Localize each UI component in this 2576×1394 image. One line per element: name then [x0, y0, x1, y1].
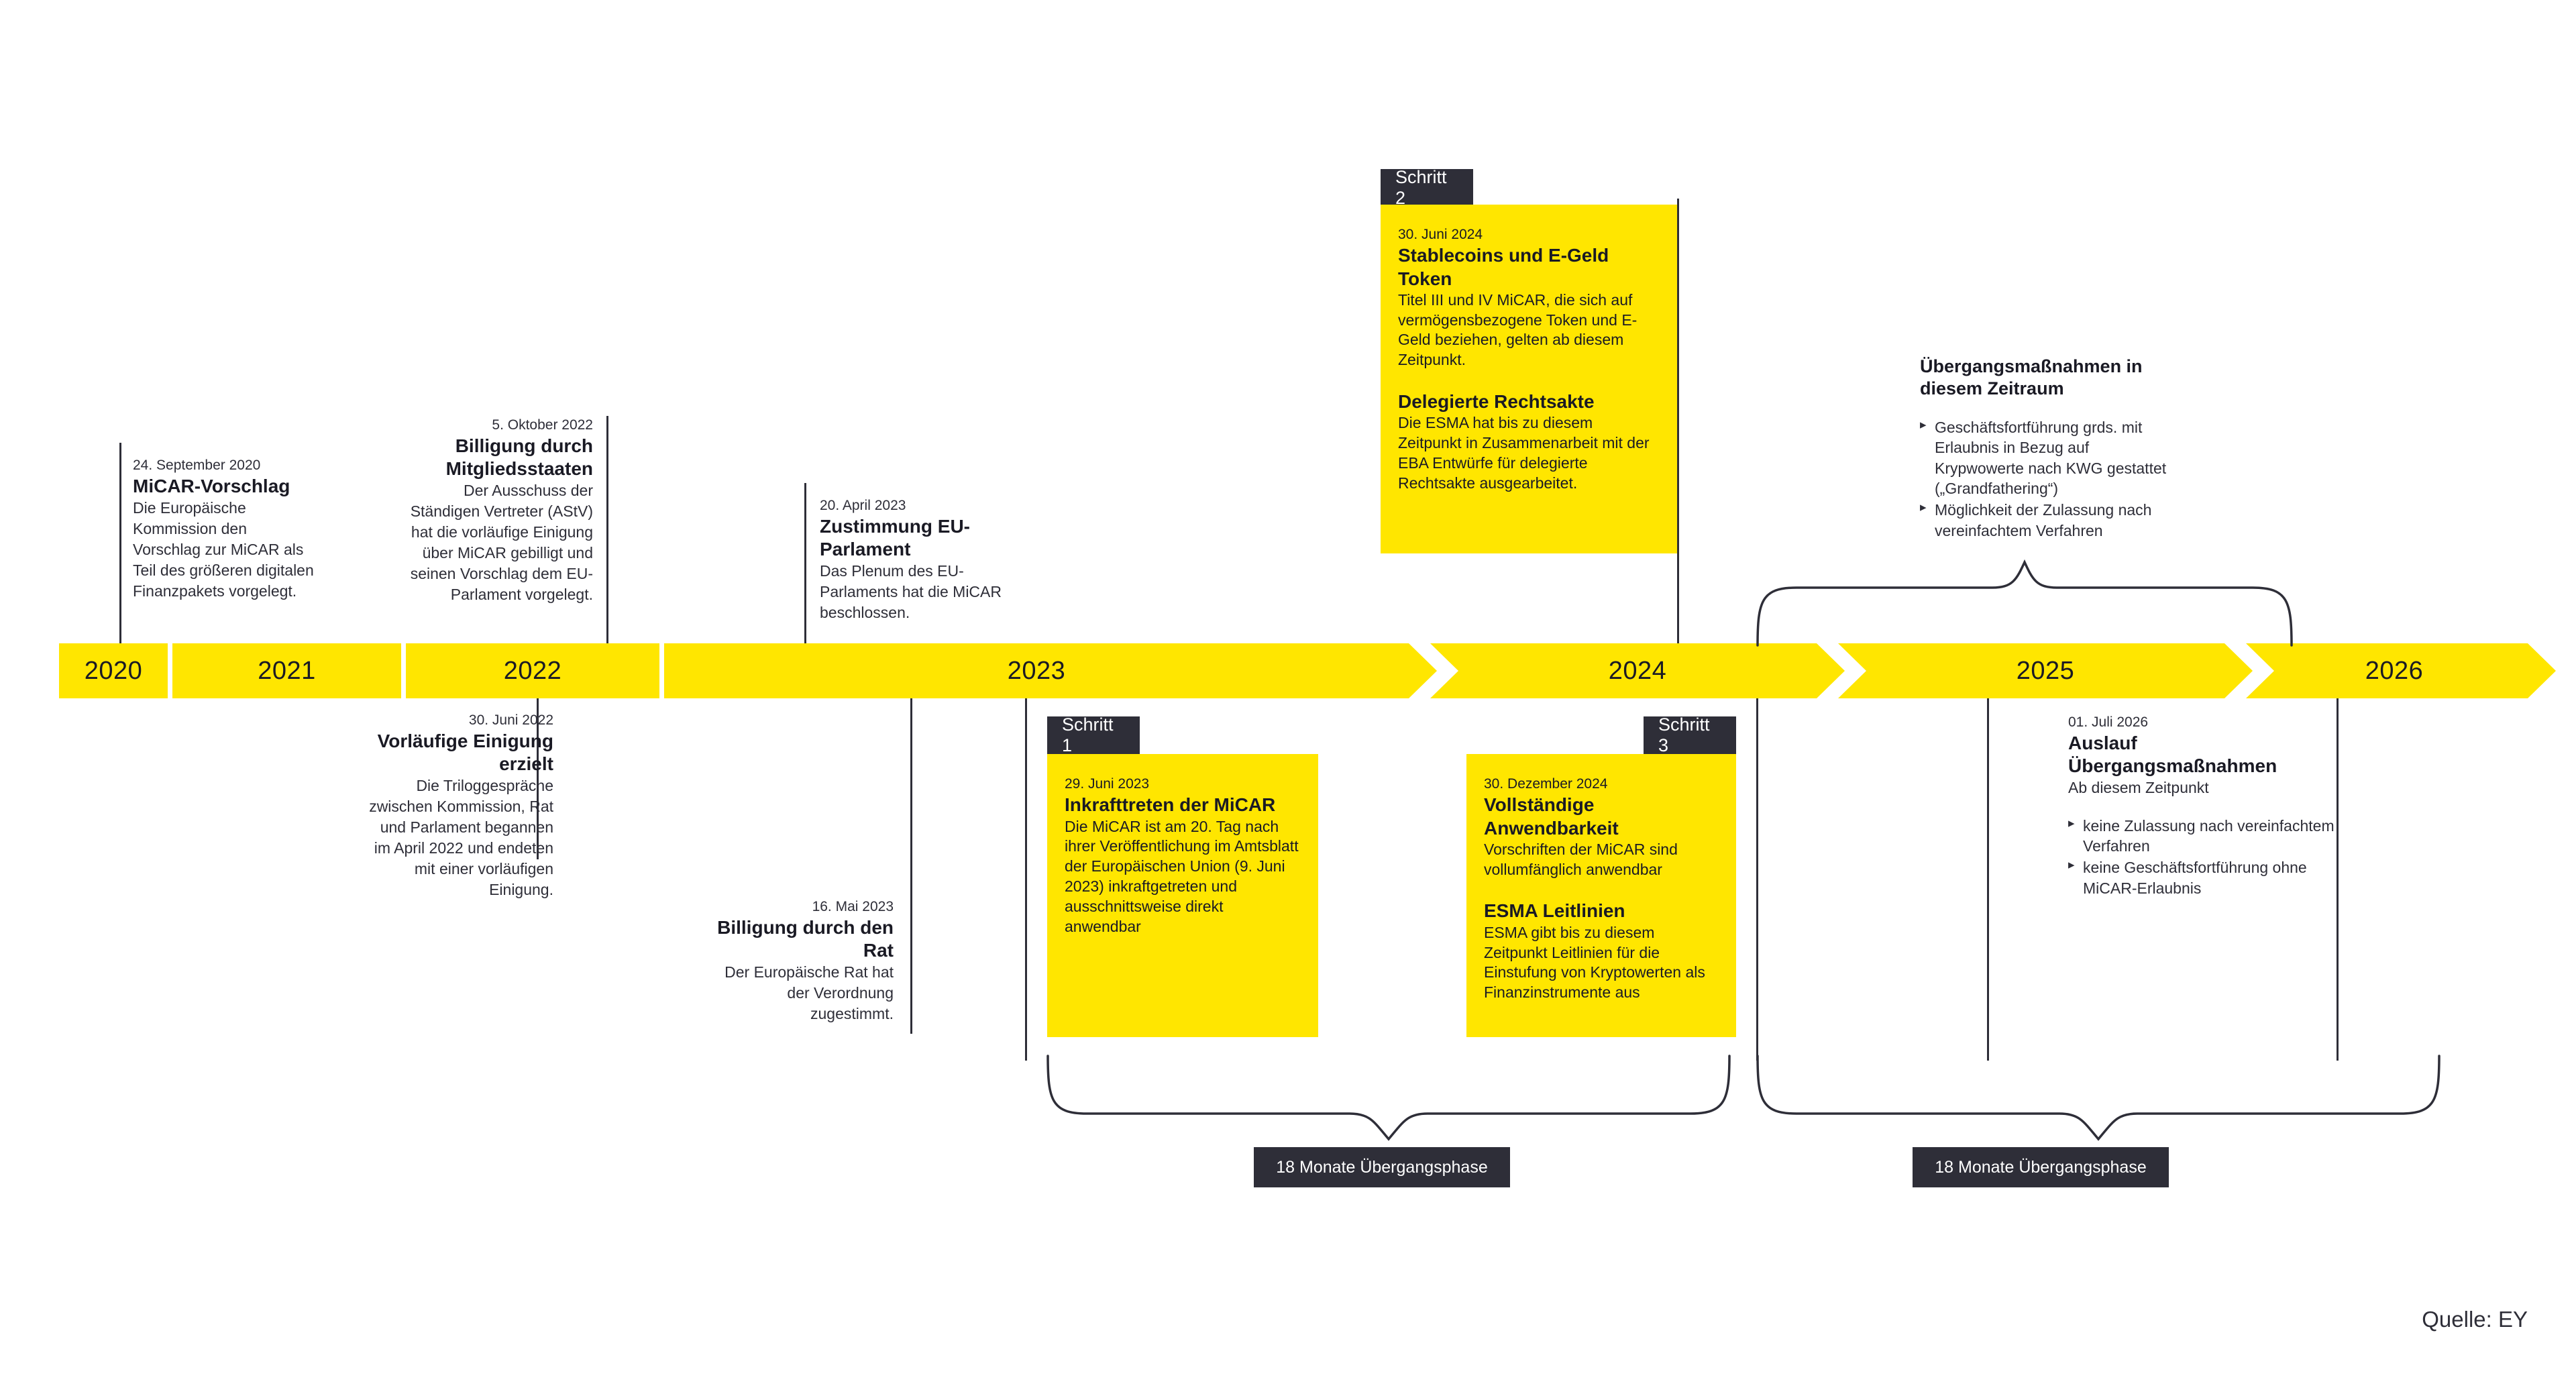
brace-phase-left: [1046, 1055, 1731, 1141]
event-title: Billigung durch den Rat: [717, 917, 894, 961]
card-title: Vollständige Anwendbarkeit: [1484, 794, 1619, 839]
year-segment-2026[interactable]: 2026: [2246, 643, 2556, 698]
callout-card-step-1: 29. Juni 2023 Inkrafttreten der MiCAR Di…: [1047, 754, 1318, 1037]
event-date: 30. Juni 2022: [468, 712, 553, 728]
event-date: 20. April 2023: [820, 498, 906, 513]
card-body: Vorschriften der MiCAR sind vollumfängli…: [1484, 840, 1678, 878]
connector-line-2022: [606, 416, 608, 644]
year-label: 2026: [2365, 656, 2424, 685]
connector-line-2023-apr: [804, 483, 806, 644]
event-block-2023-mai: 16. Mai 2023 Billigung durch den Rat Der…: [711, 898, 894, 1024]
event-body: Der Ausschuss der Ständigen Vertreter (A…: [410, 481, 593, 603]
event-date: 16. Mai 2023: [812, 899, 894, 914]
card-title: Inkrafttreten der MiCAR: [1065, 794, 1276, 816]
connector-line-2022-jun: [537, 698, 539, 859]
year-segment-2023[interactable]: 2023: [664, 643, 1437, 698]
transition-measures-block: Übergangsmaßnahmen in diesem Zeitraum Ge…: [1920, 356, 2175, 542]
year-segment-2020[interactable]: 2020: [59, 643, 168, 698]
card-date: 29. Juni 2023: [1065, 776, 1150, 792]
year-segment-2025[interactable]: 2025: [1838, 643, 2253, 698]
step-chip-2[interactable]: Schritt 2: [1381, 167, 1473, 208]
year-segment-2024[interactable]: 2024: [1430, 643, 1845, 698]
card-body: Die MiCAR ist am 20. Tag nach ihrer Verö…: [1065, 817, 1299, 935]
event-title: Auslauf Übergangsmaßnahmen: [2068, 733, 2277, 776]
year-label: 2024: [1608, 656, 1667, 685]
brace-phase-right: [1756, 1055, 2440, 1141]
step-chip-label: Schritt 2: [1395, 167, 1447, 208]
event-title: Zustimmung EU-Parlament: [820, 516, 970, 559]
connector-line-2020: [119, 443, 121, 644]
year-segment-2021[interactable]: 2021: [172, 643, 401, 698]
connector-line-step2: [1677, 199, 1679, 644]
event-block-2022-jun: 30. Juni 2022 Vorläufige Einigung erziel…: [362, 711, 553, 900]
connector-line-2026: [1987, 698, 1989, 1061]
bullet-item: Möglichkeit der Zulassung nach vereinfac…: [1920, 499, 2175, 541]
connector-line-step3: [1756, 698, 1758, 1061]
card-spacer: [1484, 879, 1719, 900]
year-segment-2022[interactable]: 2022: [406, 643, 659, 698]
bullet-item: Geschäftsfortführung grds. mit Erlaubnis…: [1920, 417, 2175, 498]
year-label: 2022: [503, 656, 562, 685]
event-title: Billigung durch Mitgliedsstaaten: [445, 435, 593, 479]
event-date: 24. September 2020: [133, 458, 261, 473]
event-block-2020: 24. September 2020 MiCAR-Vorschlag Die E…: [133, 456, 314, 602]
step-chip-3[interactable]: Schritt 3: [1644, 714, 1736, 755]
event-title: MiCAR-Vorschlag: [133, 476, 290, 497]
phase-label-right: 18 Monate Übergangsphase: [1913, 1147, 2169, 1187]
event-body: Das Plenum des EU-Parlaments hat die MiC…: [820, 561, 1002, 621]
year-label: 2023: [1007, 656, 1066, 685]
timeline-axis: 2020 2021 2022 2023 2024 2025 2026: [59, 643, 2528, 698]
phase-label-left: 18 Monate Übergangsphase: [1254, 1147, 1510, 1187]
step-chip-1[interactable]: Schritt 1: [1047, 714, 1140, 755]
event-block-2023-apr: 20. April 2023 Zustimmung EU-Parlament D…: [820, 496, 1021, 623]
card-body: Titel III und IV MiCAR, die sich auf ver…: [1398, 290, 1638, 369]
brace-transition-top: [1756, 559, 2293, 647]
bullet-item: keine Geschäftsfortführung ohne MiCAR-Er…: [2068, 857, 2337, 898]
event-block-2022-okt: 5. Oktober 2022 Billigung durch Mitglied…: [405, 416, 593, 605]
card-title-secondary: Delegierte Rechtsakte: [1398, 391, 1595, 413]
event-body: Die Triloggespräche zwischen Kommission,…: [369, 776, 553, 898]
card-title: Stablecoins und E-Geld Token: [1398, 245, 1609, 289]
event-date: 5. Oktober 2022: [492, 417, 593, 433]
card-body-secondary: ESMA gibt bis zu diesem Zeitpunkt Leitli…: [1484, 923, 1705, 1002]
step-chip-label: Schritt 1: [1062, 714, 1114, 755]
event-date: 01. Juli 2026: [2068, 714, 2149, 730]
connector-line-2026-end: [2337, 698, 2339, 1061]
callout-card-step-2: 30. Juni 2024 Stablecoins und E-Geld Tok…: [1381, 205, 1677, 553]
callout-card-step-3: 30. Dezember 2024 Vollständige Anwendbar…: [1466, 754, 1736, 1037]
transition-measures-title: Übergangsmaßnahmen in diesem Zeitraum: [1920, 356, 2143, 398]
event-body: Der Europäische Rat hat der Verordnung z…: [724, 963, 894, 1022]
card-date: 30. Juni 2024: [1398, 227, 1483, 242]
step-chip-label: Schritt 3: [1658, 714, 1710, 755]
card-body-secondary: Die ESMA hat bis zu diesem Zeitpunkt in …: [1398, 414, 1650, 492]
card-spacer: [1398, 370, 1660, 390]
event-body: Die Europäische Kommission den Vorschlag…: [133, 498, 314, 600]
card-title-secondary: ESMA Leitlinien: [1484, 900, 1625, 922]
event-subtitle: Ab diesem Zeitpunkt: [2068, 778, 2209, 796]
connector-line-2023-mai: [910, 698, 912, 1034]
year-label: 2020: [84, 656, 143, 685]
year-label: 2021: [258, 656, 316, 685]
card-date: 30. Dezember 2024: [1484, 776, 1608, 792]
event-title: Vorläufige Einigung erzielt: [377, 731, 553, 774]
transition-end-block: 01. Juli 2026 Auslauf Übergangsmaßnahmen…: [2068, 713, 2337, 900]
transition-end-bullets: keine Zulassung nach vereinfachtem Verfa…: [2068, 815, 2337, 898]
connector-line-step1: [1025, 698, 1027, 1061]
phase-label-text: 18 Monate Übergangsphase: [1935, 1157, 2147, 1177]
year-label: 2025: [2016, 656, 2075, 685]
phase-label-text: 18 Monate Übergangsphase: [1276, 1157, 1488, 1177]
source-label: Quelle: EY: [2422, 1307, 2528, 1332]
transition-measures-bullets: Geschäftsfortführung grds. mit Erlaubnis…: [1920, 417, 2175, 541]
bullet-item: keine Zulassung nach vereinfachtem Verfa…: [2068, 815, 2337, 857]
